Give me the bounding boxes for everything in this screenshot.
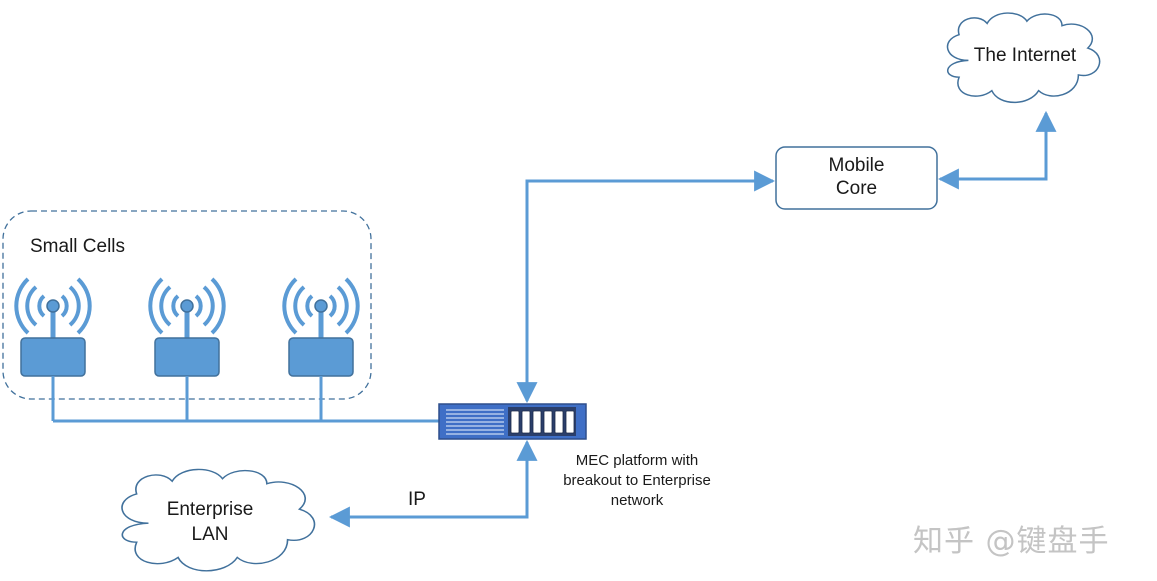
mec-to-enterprise-lan-link — [328, 439, 538, 528]
small-cells-to-mec-link — [51, 376, 440, 423]
enterprise-lan-label: Enterprise LAN — [166, 499, 254, 546]
internet-cloud — [946, 12, 1101, 103]
watermark: 知乎 @键盘手 — [913, 524, 1110, 559]
mobile-core-to-internet-link — [937, 110, 1057, 190]
small-cell-3 — [282, 277, 360, 377]
mobile-core-box — [775, 146, 938, 210]
mobile-core-label: Mobile Core — [828, 155, 885, 199]
small-cell-device-icon — [20, 337, 86, 377]
enterprise-lan-cloud — [121, 468, 316, 572]
small-cells-label: Small Cells — [30, 236, 126, 257]
mec-label: MEC platform with breakout to Enterprise… — [563, 452, 711, 509]
small-cell-1 — [14, 277, 92, 377]
small-cell-2 — [148, 277, 226, 377]
mec-to-mobile-core-link — [516, 170, 776, 404]
mec-server-icon — [438, 403, 587, 440]
ip-link-label: IP — [408, 489, 426, 510]
internet-label: The Internet — [973, 45, 1077, 66]
small-cell-device-icon — [288, 337, 354, 377]
small-cell-device-icon — [154, 337, 220, 377]
small-cells-group — [2, 210, 372, 400]
